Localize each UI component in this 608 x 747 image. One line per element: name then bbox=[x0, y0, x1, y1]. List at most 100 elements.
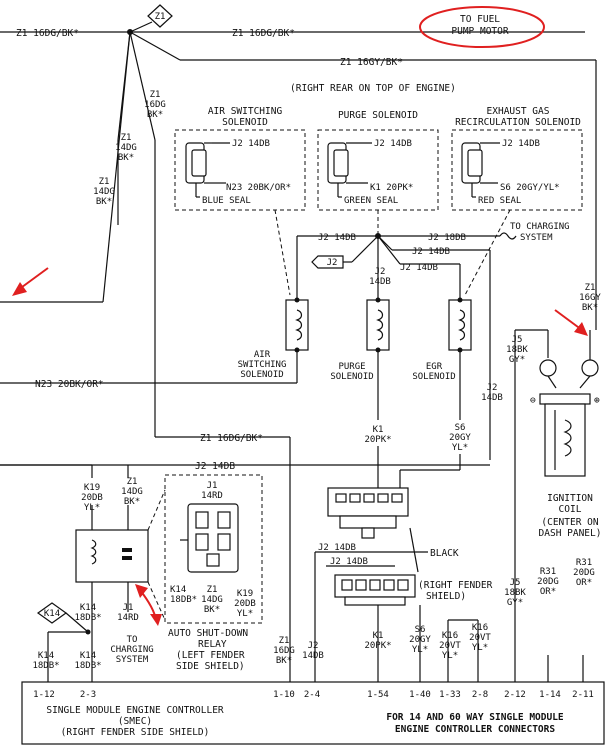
svg-text:N23 20BK/OR*: N23 20BK/OR* bbox=[226, 183, 291, 193]
svg-text:K14: K14 bbox=[80, 603, 96, 613]
wire-label-k1: K1 20PK* bbox=[364, 425, 391, 445]
wire-label-j2-18db: J2 18DB bbox=[428, 233, 466, 243]
svg-text:SINGLE MODULE ENGINE CONTROLLE: SINGLE MODULE ENGINE CONTROLLER bbox=[46, 705, 224, 716]
svg-text:FOR 14 AND 60 WAY SINGLE MODUL: FOR 14 AND 60 WAY SINGLE MODULE bbox=[386, 712, 564, 723]
svg-text:K14: K14 bbox=[38, 651, 54, 661]
air-switching-connector: AIR SWITCHING SOLENOID J2 14DB N23 20BK/… bbox=[174, 106, 306, 211]
wire-label-j5-top: J5 18BK GY* bbox=[506, 335, 528, 365]
svg-text:ENGINE CONTROLLER CONNECTORS: ENGINE CONTROLLER CONNECTORS bbox=[395, 724, 555, 735]
relay-label: AUTO SHUT-DOWN RELAY (LEFT FENDER SIDE S… bbox=[168, 628, 248, 672]
svg-text:YL*: YL* bbox=[472, 643, 488, 653]
wire-label-r31-b: R31 20DG OR* bbox=[573, 558, 595, 588]
svg-text:AIR: AIR bbox=[254, 350, 271, 360]
svg-text:20DG: 20DG bbox=[573, 568, 595, 578]
wire-label-j2-a: J2 14DB bbox=[318, 233, 356, 243]
svg-text:TO FUEL: TO FUEL bbox=[460, 14, 500, 25]
svg-text:K1: K1 bbox=[373, 425, 384, 435]
egr-solenoid: EGR SOLENOID bbox=[412, 297, 472, 420]
red-arrow-relay bbox=[135, 584, 162, 626]
svg-text:J2: J2 bbox=[308, 641, 319, 651]
wire-label-k14-left: K14 18DB* bbox=[74, 603, 101, 623]
ignition-coil-label: IGNITION COIL (CENTER ON DASH PANEL) bbox=[539, 493, 602, 539]
svg-text:(LEFT FENDER: (LEFT FENDER bbox=[176, 650, 245, 661]
svg-text:YL*: YL* bbox=[84, 503, 100, 513]
svg-text:14DG: 14DG bbox=[115, 143, 137, 153]
svg-text:Z1: Z1 bbox=[585, 283, 596, 293]
svg-text:2-8: 2-8 bbox=[472, 690, 488, 700]
svg-text:20GY: 20GY bbox=[409, 635, 431, 645]
svg-text:18DB*: 18DB* bbox=[74, 613, 101, 623]
wire-label-j2-relay: J2 14DB bbox=[195, 461, 235, 472]
z1-diamond: Z1 bbox=[147, 4, 173, 28]
svg-text:16DG: 16DG bbox=[273, 646, 295, 656]
svg-text:SOLENOID: SOLENOID bbox=[240, 370, 283, 380]
svg-text:K19: K19 bbox=[84, 483, 100, 493]
lower-j2-wires bbox=[314, 551, 428, 690]
svg-text:S6: S6 bbox=[455, 423, 466, 433]
svg-text:K16: K16 bbox=[472, 623, 488, 633]
svg-text:14DG: 14DG bbox=[201, 595, 223, 605]
j2-distribution bbox=[296, 232, 517, 460]
relay-connector-detail: J1 14RD K14 18DB* Z1 14DG BK* K19 20DB Y… bbox=[164, 474, 263, 624]
svg-text:AUTO SHUT-DOWN: AUTO SHUT-DOWN bbox=[168, 628, 248, 639]
black-label: BLACK bbox=[430, 548, 459, 559]
red-arrow-left bbox=[12, 267, 49, 296]
svg-text:14RD: 14RD bbox=[201, 491, 223, 501]
svg-text:YL*: YL* bbox=[442, 651, 458, 661]
air-switching-solenoid: AIR SWITCHING SOLENOID bbox=[238, 297, 309, 383]
purge-connector: PURGE SOLENOID J2 14DB K1 20PK* GREEN SE… bbox=[317, 110, 439, 211]
wire-label-k1-low: K1 20PK* bbox=[364, 631, 391, 651]
svg-text:IGNITION: IGNITION bbox=[547, 493, 593, 504]
to-fuel-pump-callout: TO FUEL PUMP MOTOR bbox=[419, 6, 545, 48]
svg-text:YL*: YL* bbox=[237, 609, 253, 619]
egr-connector: EXHAUST GAS RECIRCULATION SOLENOID J2 14… bbox=[451, 106, 583, 211]
svg-text:20VT: 20VT bbox=[439, 641, 461, 651]
wire-label-z1-mid: Z1 16DG/BK* bbox=[200, 433, 263, 444]
svg-text:RELAY: RELAY bbox=[198, 639, 227, 650]
svg-text:18DB*: 18DB* bbox=[170, 595, 197, 605]
wire-label-z1-vert-b: Z1 14DG BK* bbox=[115, 133, 137, 163]
wire-label-s6-low: S6 20GY YL* bbox=[409, 625, 431, 655]
svg-text:14DB: 14DB bbox=[302, 651, 324, 661]
svg-text:BK*: BK* bbox=[124, 497, 140, 507]
svg-text:S6: S6 bbox=[415, 625, 426, 635]
svg-text:J2 14DB: J2 14DB bbox=[502, 139, 540, 149]
svg-text:Z1: Z1 bbox=[150, 90, 161, 100]
svg-text:1-10: 1-10 bbox=[273, 690, 295, 700]
svg-text:DASH PANEL): DASH PANEL) bbox=[539, 528, 602, 539]
svg-text:14RD: 14RD bbox=[117, 613, 139, 623]
svg-text:S6 20GY/YL*: S6 20GY/YL* bbox=[500, 183, 560, 193]
j2-flag: J2 bbox=[311, 255, 344, 269]
svg-text:BK*: BK* bbox=[118, 153, 134, 163]
svg-text:20PK*: 20PK* bbox=[364, 641, 391, 651]
svg-text:YL*: YL* bbox=[412, 645, 428, 655]
location-note-right-rear: (RIGHT REAR ON TOP OF ENGINE) bbox=[290, 83, 456, 94]
svg-text:14DG: 14DG bbox=[121, 487, 143, 497]
svg-text:TO: TO bbox=[127, 635, 138, 645]
wire-label-j2-low1: J2 14DB bbox=[318, 543, 356, 553]
svg-text:Z1: Z1 bbox=[127, 477, 138, 487]
svg-text:K14: K14 bbox=[170, 585, 186, 595]
svg-text:RED SEAL: RED SEAL bbox=[478, 196, 521, 206]
red-arrow-right bbox=[554, 309, 588, 336]
svg-text:20DG: 20DG bbox=[537, 577, 559, 587]
svg-text:SOLENOID: SOLENOID bbox=[330, 372, 373, 382]
wire-label-z1-relay: Z1 14DG BK* bbox=[121, 477, 143, 507]
svg-text:14DG: 14DG bbox=[93, 187, 115, 197]
svg-text:SOLENOID: SOLENOID bbox=[222, 117, 268, 128]
wire-label-z1-16gy: Z1 16GY/BK* bbox=[340, 57, 403, 68]
lower-vertical-wires bbox=[377, 605, 479, 690]
svg-text:16GY: 16GY bbox=[579, 293, 601, 303]
svg-text:Z1: Z1 bbox=[121, 133, 132, 143]
svg-text:2-12: 2-12 bbox=[504, 690, 526, 700]
engine-controller: 1-12 2-3 1-10 2-4 1-54 1-40 1-33 2-8 2-1… bbox=[21, 681, 605, 745]
wire-label-k16-a: K16 20VT YL* bbox=[439, 631, 461, 661]
svg-text:CHARGING: CHARGING bbox=[110, 645, 153, 655]
svg-text:SYSTEM: SYSTEM bbox=[116, 655, 149, 665]
svg-text:PURGE: PURGE bbox=[338, 362, 365, 372]
wire-label-k14-bottom-b: K14 18DB* bbox=[74, 651, 101, 671]
svg-text:18DB*: 18DB* bbox=[74, 661, 101, 671]
wire-label-j5-bottom: J5 18BK GY* bbox=[504, 578, 526, 608]
svg-text:OR*: OR* bbox=[540, 587, 556, 597]
